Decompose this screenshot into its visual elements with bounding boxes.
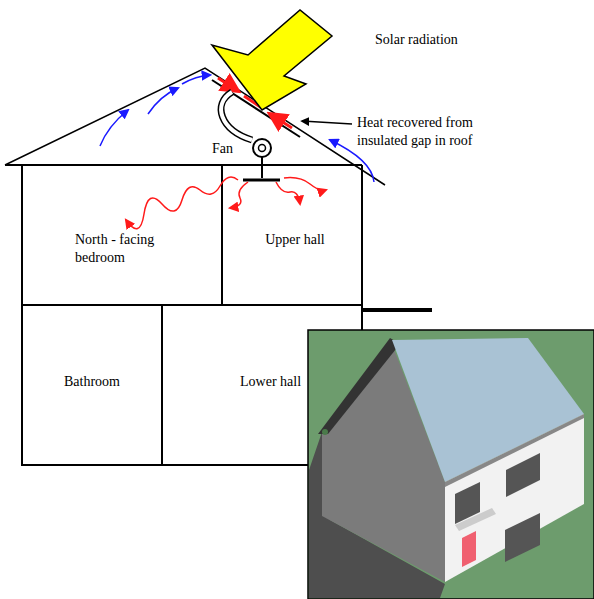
room: North - facing bedroom <box>22 165 222 305</box>
heat-label: Heat recovered from insulated gap in roo… <box>357 114 507 150</box>
air-flow-arrows <box>100 75 374 182</box>
leader-arrow <box>302 121 352 124</box>
room: Lower hall <box>162 305 310 465</box>
room-label: Lower hall <box>240 373 306 391</box>
solar-label: Solar radiation <box>375 31 515 49</box>
room: Bathroom <box>22 305 162 465</box>
room-label: Upper hall <box>240 231 350 249</box>
fan-symbol <box>221 92 280 180</box>
room-label: Bathroom <box>34 373 150 391</box>
canopy <box>362 308 432 312</box>
fan-label: Fan <box>212 140 246 158</box>
room: Upper hall <box>222 165 362 305</box>
roof-outline <box>5 68 385 185</box>
house-render-inset <box>308 330 594 599</box>
heat-flow-arrows <box>126 177 326 229</box>
room-label: North - facing bedroom <box>75 231 175 267</box>
